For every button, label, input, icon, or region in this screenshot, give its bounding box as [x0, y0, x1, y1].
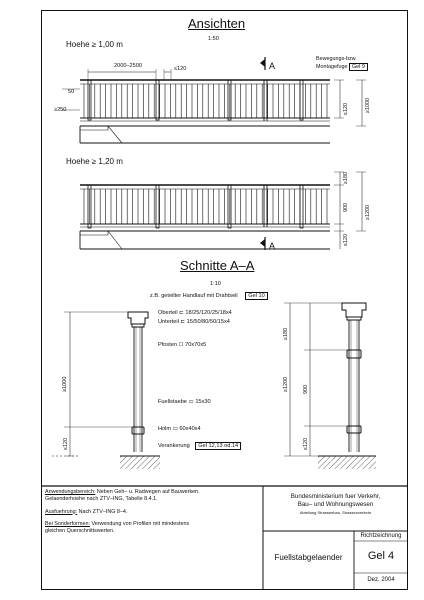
section-dim-texts: ≥1000 ≤120 ≥180 ≥1200 900 ≤120 — [62, 328, 309, 450]
legend: Anwendungsbereich: Neben Geh– u. Radwege… — [45, 489, 259, 535]
section-left — [52, 311, 160, 469]
dim-right-180: ≥180 — [283, 328, 289, 340]
label-fuellstaebe: Fuellstaebe ▭ 15x30 — [158, 399, 211, 405]
scale-ansichten: 1:50 — [208, 36, 219, 42]
drawing-frame — [41, 10, 408, 590]
joint-label-text: Montagefuge — [316, 64, 348, 70]
ausfuehrung-title: Ausfuehrung: — [45, 508, 78, 515]
authority-line1: Bundesministerium fuer Verkehr, — [290, 493, 381, 500]
dim-180-v2: ≥180 — [343, 172, 349, 184]
handrail-note-text: z.B. geteilter Handlauf mit Drahtseil — [150, 293, 238, 299]
dim-right-1200: ≥1200 — [283, 377, 289, 392]
ausfuehrung-text: Nach ZTV–ING 8–4. — [77, 508, 128, 515]
heading-view2: Hoehe ≥ 1,20 m — [66, 157, 123, 166]
title-ansichten: Ansichten — [188, 16, 246, 31]
dim-right-900: 900 — [303, 385, 309, 394]
dim-left-120: ≤120 — [63, 438, 69, 450]
joint-label-2: Montagefuge Gel 9 — [316, 63, 368, 71]
handrail-ref: Gel 10 — [245, 292, 268, 300]
verankerung-text: Verankerung — [158, 443, 190, 449]
dim-50: 50 — [68, 89, 74, 95]
label-verankerung: Verankerung Gel 12,13 od.14 — [158, 442, 242, 450]
legend-sonder: Bei Sonderformen: Verwendung von Profile… — [45, 521, 259, 528]
drawing-date: Dez. 2004 — [367, 577, 395, 583]
drawing-name: Fuellstabgelaender — [274, 553, 343, 562]
dim-1000-v1: ≥1000 — [365, 98, 371, 113]
richtzeichnung-label: Richtzeichnung — [360, 533, 402, 539]
dim-1200-v2: ≥1200 — [365, 205, 371, 220]
title-schnitte: Schnitte A–A — [180, 258, 255, 273]
elevation-view-1 — [62, 57, 366, 144]
heading-view1: Hoehe ≥ 1,00 m — [66, 40, 123, 49]
dim-250: ≥250 — [54, 107, 66, 113]
authority-line2: Bau– und Wohnungswesen — [297, 501, 374, 508]
label-oberteil: Oberteil ⊏ 18/25/120/25/18x4 — [158, 310, 232, 316]
anwendung-title: Anwendungsbereich: — [45, 489, 96, 495]
joint-ref: Gel 9 — [348, 63, 368, 71]
joint-label-1: Bewegungs-bzw. — [316, 56, 357, 62]
dim-left-1000: ≥1000 — [62, 376, 68, 392]
label-holm: Holm ▭ 60x40x4 — [158, 426, 201, 432]
section-mark-a-1: A — [269, 61, 275, 71]
drawing-code: Gel 4 — [367, 550, 395, 562]
dim-gap: ≤120 — [174, 66, 186, 72]
section-mark-a-2: A — [269, 241, 275, 251]
title-block — [41, 485, 408, 590]
verankerung-ref: Gel 12,13 od.14 — [195, 442, 242, 450]
dim-120-v1: ≤120 — [343, 103, 349, 115]
dim-right-120: ≤120 — [303, 438, 309, 450]
authority-line3: Abteilung Strassenbau, Strassenverkehr — [299, 510, 372, 515]
view1-texts: 2000–2500 ≤120 A 50 ≥250 ≤120 ≥1000 — [54, 61, 371, 115]
sonder-title: Bei Sonderformen: — [45, 521, 90, 528]
scale-schnitte: 1:10 — [210, 281, 221, 287]
label-pfosten: Pfosten ☐ 70x70x5 — [158, 342, 207, 348]
dim-900-v2: 900 — [343, 203, 349, 212]
dim-spacing: 2000–2500 — [114, 63, 142, 69]
section-right — [284, 302, 376, 469]
handrail-note: z.B. geteilter Handlauf mit Drahtseil Ge… — [150, 292, 268, 300]
label-unterteil: Unterteil ⊏ 15/50/80/50/15x4 — [158, 319, 230, 325]
anwendung-text2: Gelaenderhoehe nach ZTV–ING, Tabelle 8.4… — [45, 495, 158, 502]
legend-ausfuehrung: Ausfuehrung: Nach ZTV–ING 8–4. — [45, 509, 259, 516]
view2-texts: ≥180 900 ≥1200 ≤120 A — [269, 172, 371, 251]
elevation-view-2 — [79, 171, 366, 250]
sonder-text2: gleichen Querschnittswerten. — [45, 528, 115, 534]
sonder-text1: Verwendung von Profilen mit mindestens — [89, 521, 190, 528]
legend-anwendung: Anwendungsbereich: Neben Geh– u. Radwege… — [45, 489, 259, 496]
dim-120-v2: ≤120 — [343, 234, 349, 246]
anwendung-text1: Neben Geh– u. Radwegen auf Bauwerken. — [95, 489, 200, 495]
